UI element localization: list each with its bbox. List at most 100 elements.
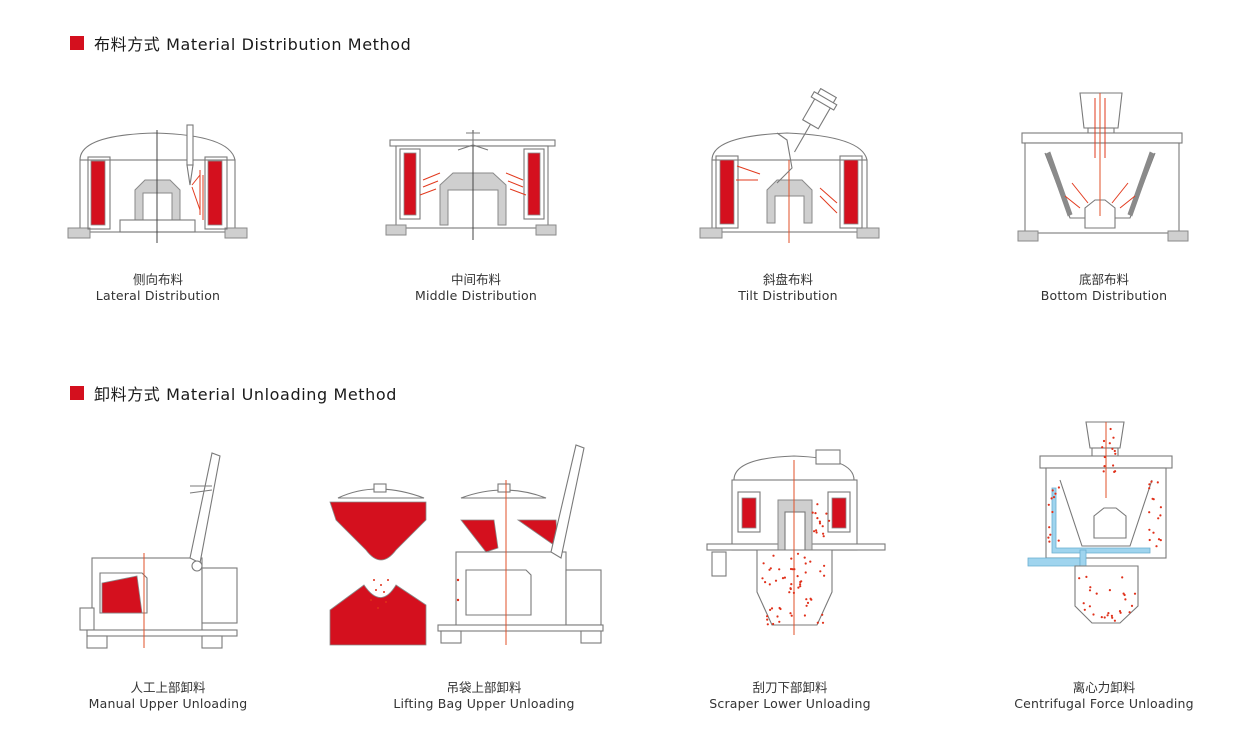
particle-dot	[768, 568, 771, 571]
particle-dot	[1048, 526, 1051, 529]
particle-dot	[821, 613, 824, 616]
centrifugal-force-unloading-diagram	[1020, 418, 1190, 633]
particle-dot	[772, 622, 775, 626]
particle-dot	[811, 511, 814, 514]
particle-dot	[809, 597, 812, 600]
particle-dot	[790, 557, 793, 560]
particle-dot	[803, 556, 806, 559]
particle-dot	[1083, 608, 1086, 611]
particle-dot	[1092, 613, 1095, 616]
particle-dot	[825, 512, 828, 515]
section-header-unloading: 卸料方式 Material Unloading Method	[70, 381, 397, 405]
particle-dot	[822, 532, 825, 535]
particle-dot	[1095, 592, 1098, 595]
particle-dot	[1085, 575, 1088, 578]
lifting-bag-upper-unloading-diagram	[326, 440, 611, 650]
particle-dot	[1054, 492, 1057, 495]
particle-dot	[1121, 576, 1124, 579]
particle-dot	[768, 583, 771, 586]
particle-dot	[1057, 539, 1060, 542]
caption-zh: 侧向布料	[132, 272, 183, 287]
particle-dot	[1159, 514, 1162, 517]
particle-dot	[796, 552, 800, 555]
particle-dot	[1109, 427, 1112, 431]
particle-dot	[790, 583, 793, 586]
particle-dot	[783, 576, 786, 579]
particle-dot	[778, 606, 781, 610]
particle-dot	[815, 529, 818, 532]
particle-dot	[1106, 614, 1109, 617]
particle-dot	[823, 574, 826, 577]
caption-en: Scraper Lower Unloading	[709, 696, 871, 711]
caption-zh: 刮刀下部卸料	[752, 680, 828, 695]
particle-dot	[1113, 470, 1116, 473]
particle-dot	[821, 525, 824, 528]
particle-dot	[805, 604, 808, 607]
caption-tilt: 斜盘布料 Tilt Distribution	[668, 272, 908, 304]
caption-en: Tilt Distribution	[738, 288, 838, 303]
particle-dot	[778, 568, 781, 571]
caption-lifting-bag: 吊袋上部卸料 Lifting Bag Upper Unloading	[364, 680, 604, 712]
particle-dot	[796, 575, 799, 578]
particle-dot	[1148, 487, 1151, 490]
particle-dot	[770, 607, 774, 610]
particle-dot	[762, 562, 765, 565]
particle-dot	[790, 614, 793, 617]
particle-dot	[1112, 436, 1115, 439]
caption-en: Centrifugal Force Unloading	[1014, 696, 1194, 711]
particle-dot	[1103, 616, 1106, 619]
particle-dot	[769, 567, 772, 570]
particle-dot	[1123, 593, 1126, 597]
particle-dot	[806, 601, 810, 604]
particle-dot	[799, 585, 802, 588]
particle-dot	[776, 615, 779, 618]
particle-dot	[805, 598, 808, 601]
particle-dot	[1049, 533, 1052, 536]
particle-dot	[1112, 464, 1115, 467]
particle-dot	[1124, 598, 1127, 601]
particle-dot	[789, 612, 792, 615]
particle-dot	[772, 554, 775, 557]
middle-distribution-diagram	[378, 125, 578, 250]
particle-dot	[1103, 455, 1106, 459]
caption-en: Bottom Distribution	[1040, 288, 1168, 303]
particle-dot	[791, 568, 794, 571]
particle-dot	[1088, 605, 1091, 608]
particle-dot	[822, 535, 825, 538]
particle-dot	[814, 512, 817, 515]
particle-dot	[813, 530, 816, 533]
caption-en: Lateral Distribution	[95, 288, 221, 303]
caption-zh: 斜盘布料	[762, 272, 813, 287]
bottom-distribution-diagram	[1010, 88, 1190, 250]
particle-dot	[1103, 465, 1106, 468]
particle-dot	[1152, 531, 1155, 534]
particle-dot	[792, 591, 795, 594]
particle-dot	[793, 568, 796, 571]
particle-dot	[804, 562, 807, 565]
manual-upper-unloading-diagram	[72, 448, 247, 653]
particle-dot	[1111, 447, 1114, 450]
scraper-lower-unloading-diagram	[702, 440, 892, 640]
particle-dot	[1148, 528, 1151, 531]
particle-dot	[819, 570, 822, 573]
particle-dot	[1052, 496, 1056, 499]
section-title: 卸料方式 Material Unloading Method	[94, 385, 398, 404]
caption-middle: 中间布料 Middle Distribution	[356, 272, 596, 304]
particle-dot	[816, 517, 819, 520]
particle-dot	[766, 623, 769, 626]
particle-dot	[800, 580, 803, 583]
section-title: 布料方式 Material Distribution Method	[94, 35, 412, 54]
particle-dot	[816, 503, 819, 506]
caption-zh: 离心力卸料	[1072, 680, 1136, 695]
particle-dot	[1110, 614, 1113, 617]
caption-zh: 底部布料	[1078, 272, 1129, 287]
caption-bottom: 底部布料 Bottom Distribution	[984, 272, 1224, 304]
particle-dot	[818, 520, 821, 523]
particle-dot	[788, 591, 791, 594]
particle-dot	[761, 577, 764, 580]
particle-dot	[809, 560, 812, 563]
particle-dot	[1113, 449, 1116, 453]
particle-dot	[769, 608, 772, 611]
particle-dot	[815, 531, 818, 534]
particle-dot	[1157, 517, 1160, 520]
